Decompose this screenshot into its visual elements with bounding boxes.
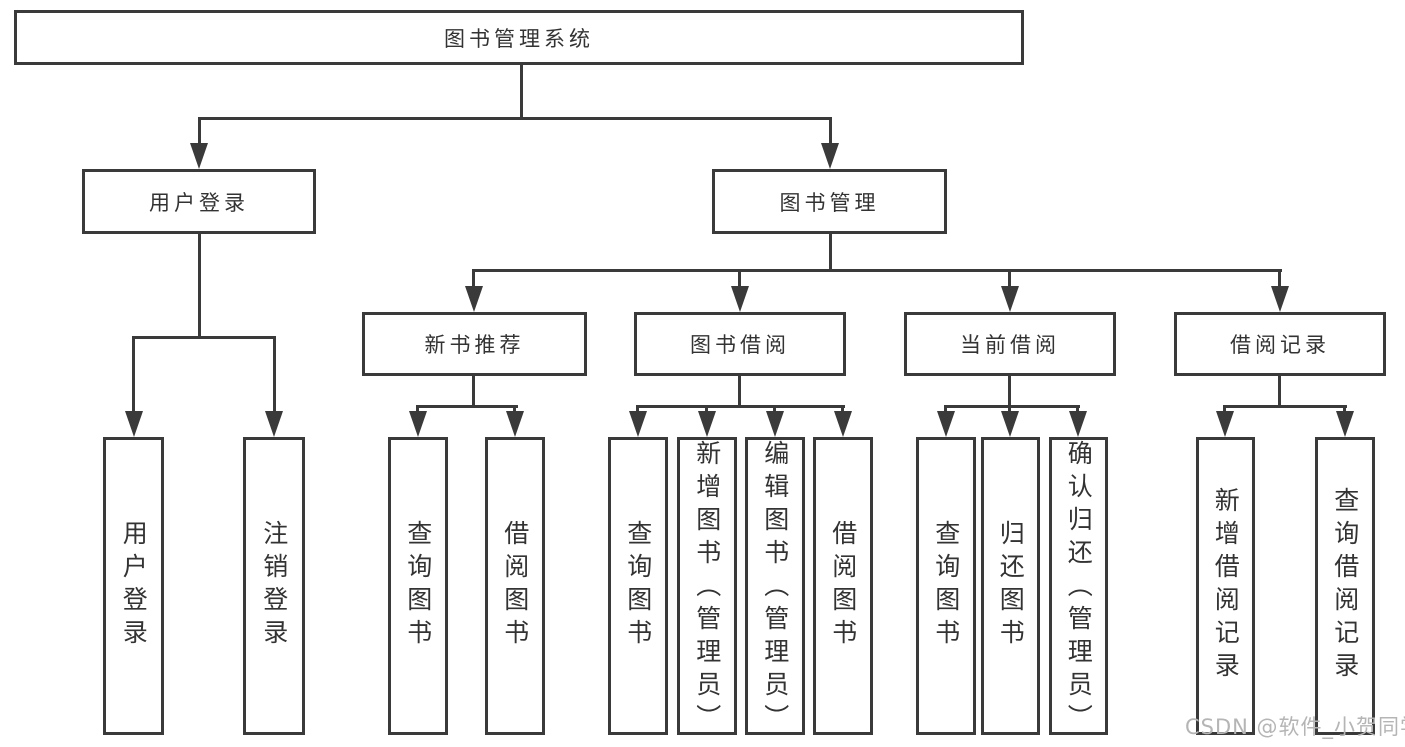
leaf-borrow-books-recommend: 借阅图书 [485,437,545,735]
connector-user-login-bar [132,336,276,339]
connector-new-book-bar [416,405,518,408]
connector-root-feed [520,65,523,118]
arrowhead-new-book [465,286,483,312]
arrowhead-leaf [937,411,955,437]
connector-drop-current-borrow [1008,269,1011,289]
arrowhead-leaf-logout [265,411,283,437]
arrowhead-leaf [698,411,716,437]
arrowhead-user-login [190,143,208,169]
csdn-watermark: CSDN @软件_小贺同学 [1185,715,1405,739]
connector-book-borrow-feed [738,376,741,408]
connector-stub [416,405,419,415]
arrowhead-leaf [506,411,524,437]
leaf-borrow-books: 借阅图书 [813,437,873,735]
connector-stub [1076,405,1079,415]
connector-level3-bar [472,269,1282,272]
leaf-return-books: 归还图书 [981,437,1040,735]
leaf-logout: 注销登录 [243,437,305,735]
arrowhead-current-borrow [1001,286,1019,312]
arrowhead-leaf-login [125,411,143,437]
arrowhead-leaf [834,411,852,437]
connector-drop-borrow-records [1278,269,1281,289]
arrowhead-leaf [1069,411,1087,437]
arrowhead-book-borrow [731,286,749,312]
leaf-edit-books-admin: 编辑图书（管理员） [745,437,805,737]
connector-new-book-feed [472,376,475,408]
arrowhead-leaf [1001,411,1019,437]
leaf-confirm-return-admin: 确认归还（管理员） [1049,437,1108,737]
connector-stub [1223,405,1226,415]
leaf-add-books-admin: 新增图书（管理员） [677,437,737,737]
leaf-add-borrow-record: 新增借阅记录 [1196,437,1255,735]
connector-stub [705,405,708,415]
connector-stub [944,405,947,415]
connector-borrow-records-bar [1223,405,1347,408]
arrowhead-book-management [821,143,839,169]
connector-stub [513,405,516,415]
arrowhead-leaf [409,411,427,437]
connector-stub [773,405,776,415]
leaf-query-books-recommend: 查询图书 [388,437,448,735]
node-book-borrow: 图书借阅 [634,312,846,376]
node-root-library-system: 图书管理系统 [14,10,1024,65]
connector-drop-book-borrow [738,269,741,289]
node-current-borrow: 当前借阅 [904,312,1116,376]
node-borrow-records: 借阅记录 [1174,312,1386,376]
leaf-query-borrow-record: 查询借阅记录 [1315,437,1375,735]
arrowhead-leaf [1216,411,1234,437]
node-new-book-recommend: 新书推荐 [362,312,587,376]
node-user-login: 用户登录 [82,169,316,234]
connector-stub [841,405,844,415]
arrowhead-borrow-records [1271,286,1289,312]
connector-user-login-feed [198,234,201,339]
connector-level2-bar [198,117,832,120]
connector-book-management-feed [829,234,832,272]
connector-book-borrow-bar [636,405,845,408]
connector-borrow-records-feed [1278,376,1281,408]
connector-current-borrow-feed [1008,376,1011,408]
arrowhead-leaf [766,411,784,437]
connector-current-borrow-bar [944,405,1080,408]
connector-drop-new-book [472,269,475,289]
connector-drop-leaf-logout [273,336,276,413]
connector-stub [1008,405,1011,415]
node-book-management: 图书管理 [712,169,947,234]
arrowhead-leaf [1336,411,1354,437]
leaf-query-books-borrow: 查询图书 [608,437,668,735]
connector-drop-leaf-login [132,336,135,413]
leaf-query-books-current: 查询图书 [916,437,976,735]
connector-drop-book-management [829,117,832,147]
connector-stub [1343,405,1346,415]
connector-stub [636,405,639,415]
leaf-user-login: 用户登录 [103,437,164,735]
connector-drop-user-login [198,117,201,147]
arrowhead-leaf [629,411,647,437]
